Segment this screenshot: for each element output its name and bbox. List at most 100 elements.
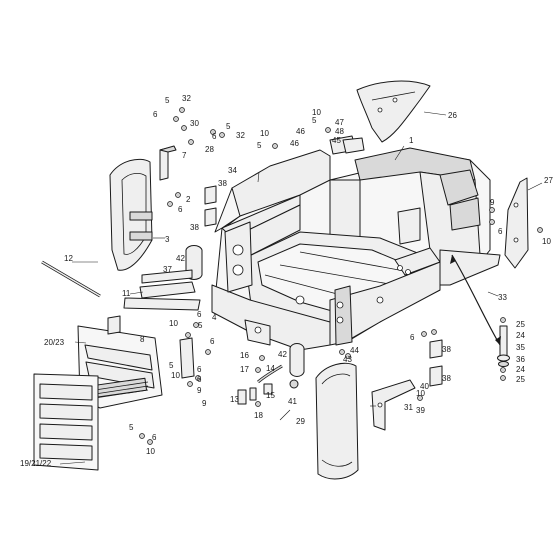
round-cover-42-right: [289, 343, 305, 377]
callout-1: 1: [409, 136, 414, 145]
fasteners: [139, 107, 543, 445]
callout-24a: 24: [516, 331, 525, 340]
callout-9c: 9: [490, 198, 495, 207]
side-plate-27: [504, 177, 529, 269]
callout-4: 4: [212, 313, 217, 322]
callout-12: 12: [64, 254, 73, 263]
callout-6f: 6: [197, 365, 202, 374]
grille-panel: [33, 373, 99, 471]
callout-38b: 38: [190, 223, 199, 232]
callout-10b: 10: [312, 108, 321, 117]
callout-9b: 9: [202, 399, 207, 408]
top-cover-26: [356, 80, 431, 143]
latch-parts: [237, 379, 299, 405]
callout-33: 33: [498, 293, 507, 302]
callout-48: 48: [335, 127, 344, 136]
callout-2: 2: [186, 195, 191, 204]
callout-45: 45: [332, 136, 341, 145]
callout-8: 8: [140, 335, 145, 344]
callout-labels: 1 2 3 4 5 5 5 5 5 5 5 6 6 6 6 6 6 6 6 6 …: [20, 94, 553, 468]
callout-13: 13: [230, 395, 239, 404]
callout-28: 28: [205, 145, 214, 154]
callout-32a: 32: [182, 94, 191, 103]
callout-38a: 38: [218, 179, 227, 188]
callout-40: 40: [420, 382, 429, 391]
callout-5a: 5: [165, 96, 170, 105]
callout-19-21-22: 19/21/22: [20, 459, 52, 468]
callout-6g: 6: [197, 375, 202, 384]
callout-5g: 5: [129, 423, 134, 432]
callout-7: 7: [182, 151, 187, 160]
plate-38-right: [429, 339, 443, 387]
callout-15: 15: [266, 391, 275, 400]
callout-18: 18: [254, 411, 263, 420]
callout-36: 36: [516, 355, 525, 364]
main-frame: [211, 135, 501, 351]
callout-25b: 25: [516, 375, 525, 384]
callout-34: 34: [228, 166, 237, 175]
callout-26: 26: [448, 111, 457, 120]
callout-17: 17: [240, 365, 249, 374]
lower-cover-29: [315, 362, 359, 480]
pin-assembly: [497, 325, 510, 367]
strap-14: [257, 364, 283, 384]
leader-lines: [59, 111, 543, 465]
callout-5b: 5: [226, 122, 231, 131]
grille-frame: [77, 325, 163, 409]
callout-10e: 10: [146, 447, 155, 456]
rod-12: [41, 260, 101, 298]
callout-42b: 42: [278, 350, 287, 359]
bracket-31: [371, 379, 416, 431]
callout-5d: 5: [312, 116, 317, 125]
callout-5f: 5: [169, 361, 174, 370]
callout-20-23: 20/23: [44, 338, 65, 347]
callout-35: 35: [516, 343, 525, 352]
callout-31: 31: [404, 403, 413, 412]
callout-10d: 10: [171, 371, 180, 380]
callout-47: 47: [335, 118, 344, 127]
callout-6h: 6: [152, 433, 157, 442]
hinge-8: [107, 315, 195, 379]
callout-11: 11: [122, 289, 131, 298]
callout-3: 3: [165, 235, 170, 244]
callout-10a: 10: [260, 129, 269, 138]
callout-9a: 9: [197, 386, 202, 395]
callout-10g: 10: [416, 389, 425, 398]
callout-14: 14: [266, 364, 275, 373]
callout-6b: 6: [212, 132, 217, 141]
callout-5c: 5: [257, 141, 262, 150]
callout-39: 39: [416, 406, 425, 415]
callout-6d: 6: [197, 310, 202, 319]
side-wall-panel: [214, 149, 331, 233]
callout-27: 27: [544, 176, 553, 185]
callout-10f: 10: [542, 237, 551, 246]
callout-30: 30: [190, 119, 199, 128]
callout-46a: 46: [296, 127, 305, 136]
callout-6i: 6: [410, 333, 415, 342]
mount-brackets: [123, 269, 201, 311]
side-shield-3: [109, 158, 153, 271]
callout-10c: 10: [169, 319, 178, 328]
callout-29: 29: [296, 417, 305, 426]
callout-6j: 6: [498, 227, 503, 236]
callout-6a: 6: [153, 110, 158, 119]
callout-25a: 25: [516, 320, 525, 329]
callout-43: 43: [343, 355, 352, 364]
callout-5e: 5: [198, 321, 203, 330]
swing-arrow: [450, 254, 501, 346]
callout-38c: 38: [442, 345, 451, 354]
callout-42a: 42: [176, 254, 185, 263]
callout-16: 16: [240, 351, 249, 360]
callout-32b: 32: [236, 131, 245, 140]
callout-46b: 46: [290, 139, 299, 148]
bracket-7: [159, 145, 177, 181]
callout-38d: 38: [442, 374, 451, 383]
callout-24b: 24: [516, 365, 525, 374]
callout-41: 41: [288, 397, 297, 406]
callout-37: 37: [163, 265, 172, 274]
callout-6c: 6: [178, 205, 183, 214]
callout-6e: 6: [210, 337, 215, 346]
callout-44: 44: [350, 346, 359, 355]
